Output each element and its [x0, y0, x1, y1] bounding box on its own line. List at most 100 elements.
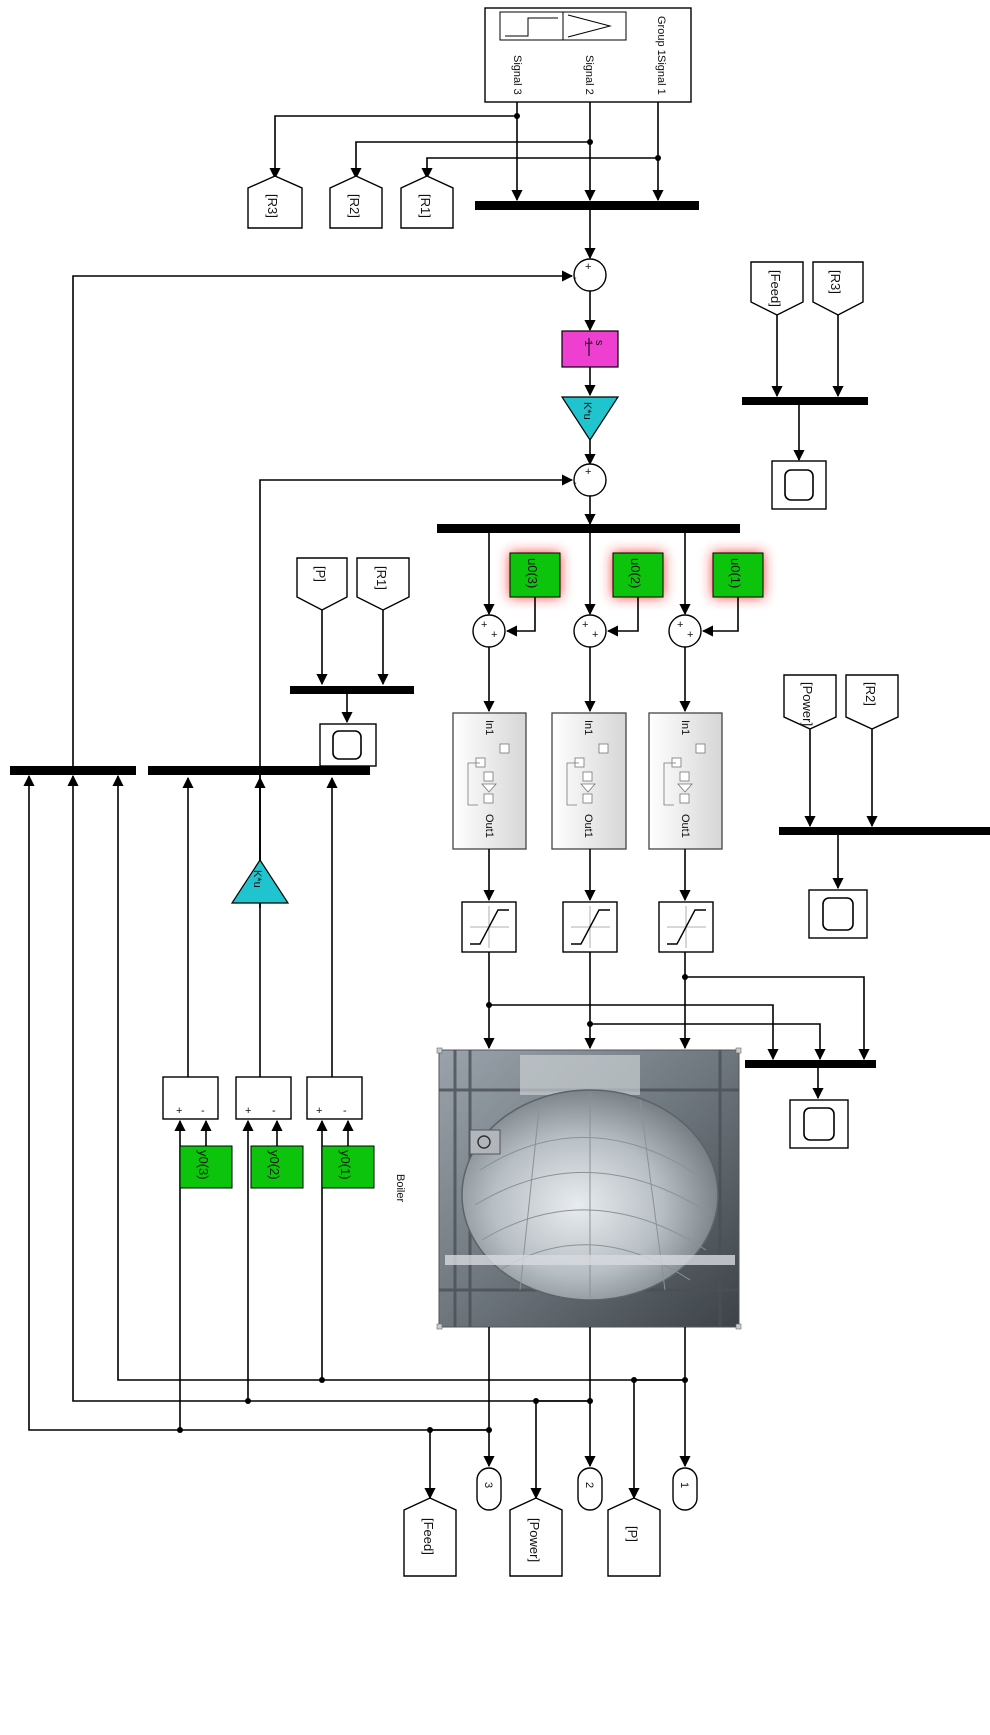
svg-text:+: + — [176, 1105, 182, 1117]
svg-text:-: - — [573, 272, 577, 284]
from-r1-block[interactable]: [R1] — [357, 558, 409, 610]
svg-text:-: - — [343, 1105, 347, 1117]
integrator-block[interactable]: 1 s — [562, 331, 618, 367]
mux-scope-u-bar[interactable] — [745, 1060, 876, 1068]
svg-text:+: + — [687, 629, 693, 641]
subsystem-in-label: In1 — [582, 720, 594, 735]
subsystem-channel-3[interactable]: In1 Out1 — [453, 713, 526, 849]
signal-builder-block[interactable]: Group 1 Signal 1 Signal 2 Signal 3 — [485, 8, 691, 102]
constant-y0-2[interactable]: y0(2) — [251, 1146, 303, 1188]
demux-control-bar[interactable] — [437, 524, 740, 533]
from-power-block[interactable]: [Power] — [784, 675, 836, 729]
mux-feedback-bar[interactable] — [10, 766, 136, 775]
gain-ki-block[interactable]: K*u — [562, 397, 618, 440]
goto-power-label: [Power] — [527, 1518, 542, 1562]
subsystem-channel-2[interactable]: In1 Out1 — [552, 713, 626, 849]
scope-icon[interactable] — [320, 724, 376, 766]
goto-power-block[interactable]: [Power] — [510, 1498, 562, 1576]
from-r3-block[interactable]: [R3] — [813, 262, 863, 315]
sum-error-block[interactable]: + - — [573, 259, 606, 291]
svg-text:y0(2): y0(2) — [267, 1150, 282, 1180]
outport-1[interactable]: 1 — [673, 1468, 697, 1510]
goto-r3-block[interactable]: [R3] — [248, 176, 302, 228]
goto-p-label: [P] — [625, 1526, 640, 1542]
svg-text:+: + — [245, 1105, 251, 1117]
from-feed-block-top[interactable]: [Feed] — [751, 262, 803, 315]
from-r3-label: [R3] — [828, 270, 843, 294]
svg-text:+: + — [582, 619, 588, 631]
svg-text:1: 1 — [678, 1482, 690, 1488]
signal-builder-graph-icon — [500, 12, 626, 40]
sum-u0-2[interactable]: + + — [574, 615, 606, 647]
goto-r1-block[interactable]: [R1] — [401, 176, 453, 228]
svg-text:-: - — [272, 1105, 276, 1117]
constant-u0-1-label: u0(1) — [728, 558, 743, 588]
mux-scope-p-bar[interactable] — [290, 686, 414, 694]
outport-2[interactable]: 2 — [578, 1468, 602, 1510]
svg-text:+: + — [677, 619, 683, 631]
svg-text:+: + — [316, 1105, 322, 1117]
svg-text:+: + — [585, 466, 591, 478]
svg-text:y0(3): y0(3) — [196, 1150, 211, 1180]
svg-text:+: + — [585, 261, 591, 273]
gain-kp-block[interactable]: K*u — [232, 860, 288, 903]
from-r2-block[interactable]: [R2] — [846, 675, 898, 729]
from-r2-label: [R2] — [863, 682, 878, 706]
gain-kp-label: K*u — [251, 870, 263, 888]
signal-builder-port-label-3: Signal 3 — [511, 55, 523, 95]
signal-builder-port-label-1: Signal 1 — [655, 55, 667, 95]
outport-3[interactable]: 3 — [477, 1468, 501, 1510]
scope-icon[interactable] — [772, 461, 826, 509]
svg-text:+: + — [491, 629, 497, 641]
svg-text:+: + — [481, 619, 487, 631]
signal-builder-group-label: Group 1 — [655, 16, 667, 56]
svg-text:3: 3 — [482, 1482, 494, 1488]
subsystem-out-label: Out1 — [679, 814, 691, 838]
sum-u0-3[interactable]: + + — [473, 615, 505, 647]
goto-r1-label: [R1] — [418, 194, 433, 218]
sum-control-block[interactable]: + - — [573, 464, 606, 496]
from-p-label-mid: [P] — [313, 566, 328, 582]
mux-scope-power-bar[interactable] — [779, 827, 990, 835]
from-feed-label-top: [Feed] — [768, 270, 783, 307]
gain-ki-label: K*u — [581, 402, 593, 420]
integrator-numerator: 1 — [582, 340, 594, 346]
from-power-label: [Power] — [800, 682, 815, 726]
goto-r2-block[interactable]: [R2] — [330, 176, 382, 228]
wire-feedback-outer[interactable] — [73, 276, 572, 770]
goto-p-block[interactable]: [P] — [608, 1498, 660, 1576]
subsystem-in-label: In1 — [679, 720, 691, 735]
saturation-icon[interactable] — [462, 902, 516, 952]
subsystem-channel-1[interactable]: In1 Out1 — [649, 713, 722, 849]
subsystem-out-label: Out1 — [483, 814, 495, 838]
mux-reference-bar[interactable] — [475, 201, 699, 210]
sum-y0-2[interactable]: + - — [236, 1077, 291, 1119]
svg-text:-: - — [573, 477, 577, 489]
scope-icon[interactable] — [809, 890, 867, 938]
from-r1-label: [R1] — [374, 566, 389, 590]
boiler-plant-block[interactable] — [437, 1048, 741, 1329]
constant-y0-1[interactable]: y0(1) — [322, 1146, 374, 1188]
sum-y0-1[interactable]: + - — [307, 1077, 362, 1119]
mux-error-bar[interactable] — [148, 766, 370, 775]
constant-y0-3[interactable]: y0(3) — [180, 1146, 232, 1188]
saturation-icon[interactable] — [563, 902, 617, 952]
mux-scope-feed-bar[interactable] — [742, 397, 868, 405]
saturation-icon[interactable] — [659, 902, 713, 952]
subsystem-in-label: In1 — [483, 720, 495, 735]
svg-text:-: - — [201, 1105, 205, 1117]
signal-builder-wires[interactable] — [275, 102, 661, 200]
subsystem-out-label: Out1 — [582, 814, 594, 838]
constant-u0-2-label: u0(2) — [628, 558, 643, 588]
integrator-denominator: s — [593, 340, 605, 346]
sum-y0-3[interactable]: + - — [163, 1077, 218, 1119]
goto-feed-label: [Feed] — [421, 1518, 436, 1555]
constant-u0-3-label: u0(3) — [525, 558, 540, 588]
goto-r2-label: [R2] — [347, 194, 362, 218]
from-p-block-mid[interactable]: [P] — [297, 558, 347, 610]
goto-feed-block[interactable]: [Feed] — [404, 1498, 456, 1576]
signal-builder-port-label-2: Signal 2 — [583, 55, 595, 95]
sum-u0-1[interactable]: + + — [669, 615, 701, 647]
scope-icon[interactable] — [790, 1100, 848, 1148]
